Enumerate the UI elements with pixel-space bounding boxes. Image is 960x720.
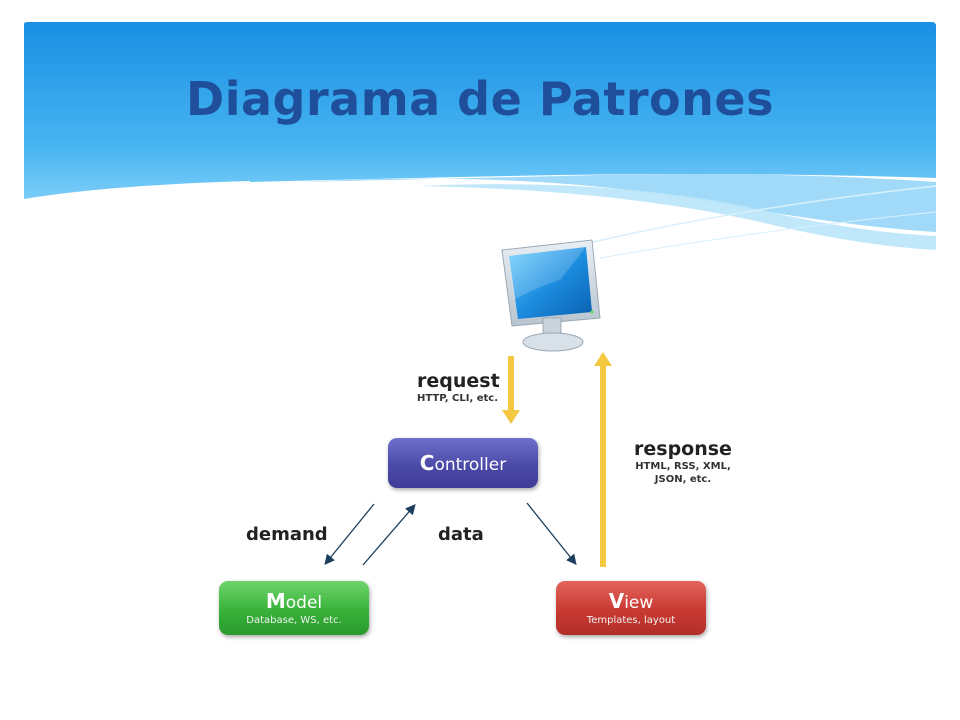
view-subtitle: Templates, layout (586, 615, 676, 626)
view-rest: iew (624, 593, 654, 613)
request-arrow (502, 356, 520, 424)
model-rest: odel (285, 593, 323, 613)
view-title: View (556, 589, 706, 613)
controller-rest: ontroller (434, 455, 507, 475)
request-label-title: request (417, 370, 500, 392)
response-arrow (594, 352, 612, 567)
slide-title: Diagrama de Patrones (186, 72, 774, 126)
response-label-title: response (634, 438, 732, 460)
header-banner (23, 22, 937, 259)
controller-box: Controller (388, 438, 538, 488)
demand-label: demand (246, 524, 328, 545)
view-initial: V (608, 589, 625, 613)
computer-monitor-icon (501, 239, 601, 352)
controller-initial: C (419, 451, 435, 475)
response-label-sub-line2: JSON, etc. (654, 474, 712, 485)
model-initial: M (265, 589, 286, 613)
model-box: Model Database, WS, etc. (219, 581, 369, 635)
request-label-sub: HTTP, CLI, etc. (417, 393, 499, 404)
demand-arrow (324, 503, 375, 566)
request-label: request HTTP, CLI, etc. (417, 370, 500, 405)
model-subtitle: Database, WS, etc. (246, 615, 342, 626)
controller-title: Controller (388, 438, 538, 490)
controller-to-view-arrow (526, 502, 577, 566)
model-title: Model (219, 589, 369, 613)
data-label: data (438, 524, 484, 545)
response-label-sub-line1: HTML, RSS, XML, (635, 461, 731, 472)
view-box: View Templates, layout (556, 581, 706, 635)
data-arrow (362, 504, 416, 566)
response-label: response HTML, RSS, XML, JSON, etc. (634, 438, 732, 486)
